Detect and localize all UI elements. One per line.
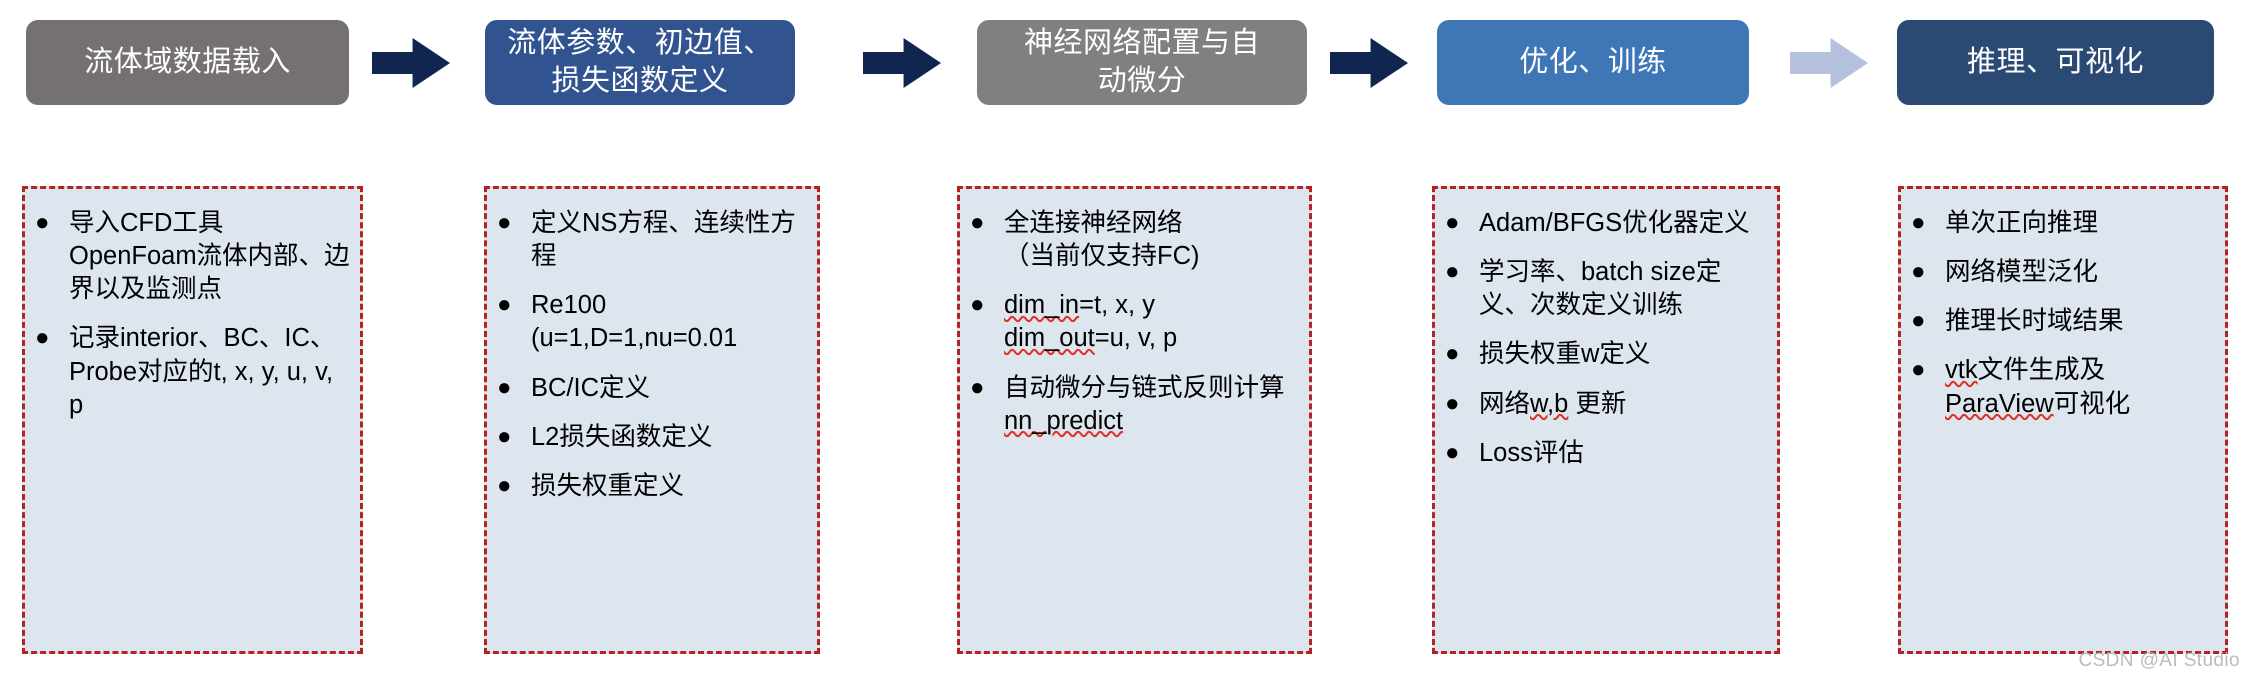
- detail-list: ● Adam/BFGS优化器定义● 学习率、batch size定义、次数定义训…: [1445, 207, 1767, 470]
- list-item: ● vtk文件生成及 ParaView可视化: [1911, 354, 2215, 420]
- list-item: ● 自动微分与链式反则计算nn_predict: [970, 372, 1299, 438]
- list-item-text: 损失权重w定义: [1479, 340, 1651, 369]
- stage-header-params-loss[interactable]: 流体参数、初边值、 损失函数定义: [485, 20, 795, 105]
- stage-header-infer-visual[interactable]: 推理、可视化: [1897, 20, 2214, 105]
- bullet-icon: ●: [1445, 258, 1460, 286]
- bullet-icon: ●: [1911, 307, 1926, 335]
- list-item-text: Loss评估: [1479, 438, 1584, 467]
- stage-header-label: 优化、训练: [1519, 45, 1667, 78]
- list-item: ● 全连接神经网络 （当前仅支持FC): [970, 207, 1299, 273]
- stage-header-label: 流体参数、初边值、 损失函数定义: [507, 26, 773, 97]
- detail-panel-nn-config: ● 全连接神经网络 （当前仅支持FC)● dim_in=t, x, y dim_…: [957, 186, 1312, 654]
- bullet-icon: ●: [970, 291, 985, 319]
- detail-panel-data-load: ● 导入CFD工具OpenFoam流体内部、边界以及监测点● 记录interio…: [22, 186, 363, 654]
- bullet-icon: ●: [1445, 438, 1460, 466]
- bullet-icon: ●: [497, 291, 512, 319]
- bullet-icon: ●: [1911, 258, 1926, 286]
- list-item-text: 推理长时域结果: [1945, 307, 2124, 336]
- stage-header-optimize-train[interactable]: 优化、训练: [1437, 20, 1749, 105]
- bullet-icon: ●: [497, 422, 512, 450]
- list-item-text: L2损失函数定义: [531, 422, 713, 451]
- list-item-text: 记录interior、BC、IC、Probe对应的t, x, y, u, v, …: [69, 324, 336, 419]
- list-item-text: Adam/BFGS优化器定义: [1479, 209, 1750, 237]
- bullet-icon: ●: [970, 209, 985, 236]
- list-item-text: 损失权重定义: [531, 471, 685, 500]
- stage-header-label: 推理、可视化: [1966, 45, 2144, 78]
- list-item: ● 损失权重w定义: [1445, 338, 1767, 371]
- bullet-icon: ●: [970, 373, 985, 401]
- bullet-icon: ●: [1445, 389, 1460, 417]
- list-item-text: 自动微分与链式反则计算nn_predict: [1004, 373, 1285, 435]
- bullet-icon: ●: [497, 471, 512, 499]
- bullet-icon: ●: [497, 373, 512, 401]
- list-item: ● 记录interior、BC、IC、Probe对应的t, x, y, u, v…: [35, 322, 350, 421]
- bullet-icon: ●: [1445, 340, 1460, 368]
- detail-panel-optimize-train: ● Adam/BFGS优化器定义● 学习率、batch size定义、次数定义训…: [1432, 186, 1780, 654]
- list-item: ● dim_in=t, x, y dim_out=u, v, p: [970, 289, 1299, 355]
- watermark: CSDN @AI Studio: [2078, 650, 2240, 671]
- list-item-text: BC/IC定义: [531, 373, 651, 402]
- bullet-icon: ●: [1445, 209, 1460, 236]
- detail-list: ● 定义NS方程、连续性方程● Re100 (u=1,D=1,nu=0.01●B…: [497, 207, 807, 503]
- list-item-text: 定义NS方程、连续性方程: [531, 209, 796, 271]
- list-item: ● BC/IC定义: [497, 372, 807, 405]
- bullet-icon: ●: [497, 209, 512, 236]
- bullet-icon: ●: [35, 209, 50, 236]
- list-item: ● Adam/BFGS优化器定义: [1445, 207, 1767, 240]
- stage-header-label: 神经网络配置与自 动微分: [1023, 26, 1260, 97]
- list-item: ● 网络w,b 更新: [1445, 388, 1767, 421]
- list-item: ● 损失权重定义: [497, 470, 807, 503]
- list-item: ● 学习率、batch size定义、次数定义训练: [1445, 256, 1767, 322]
- bullet-icon: ●: [1911, 209, 1926, 236]
- list-item: ● 导入CFD工具OpenFoam流体内部、边界以及监测点: [35, 207, 350, 306]
- detail-panel-params-loss: ● 定义NS方程、连续性方程● Re100 (u=1,D=1,nu=0.01●B…: [484, 186, 820, 654]
- flow-arrow-4-icon: [1790, 38, 1868, 88]
- list-item: ● 推理长时域结果: [1911, 305, 2215, 338]
- list-item-text: 学习率、batch size定义、次数定义训练: [1479, 258, 1722, 320]
- list-item: ● 定义NS方程、连续性方程: [497, 207, 807, 273]
- list-item: ● 网络模型泛化: [1911, 256, 2215, 289]
- list-item: ● L2损失函数定义: [497, 421, 807, 454]
- flow-arrow-3-icon: [1330, 38, 1408, 88]
- list-item: ● Loss评估: [1445, 437, 1767, 470]
- list-item: ● 单次正向推理: [1911, 207, 2215, 240]
- list-item-text: 导入CFD工具OpenFoam流体内部、边界以及监测点: [69, 209, 350, 304]
- detail-panel-infer-visual: ● 单次正向推理 ● 网络模型泛化 ● 推理长时域结果 ● vtk文件生成及 ParaView…: [1898, 186, 2228, 654]
- stage-header-nn-config[interactable]: 神经网络配置与自 动微分: [977, 20, 1307, 105]
- list-item: ● Re100 (u=1,D=1,nu=0.01: [497, 289, 807, 355]
- list-item-text: 全连接神经网络 （当前仅支持FC): [1004, 209, 1200, 271]
- detail-list: ● 单次正向推理 ● 网络模型泛化 ● 推理长时域结果 ● vtk文件生成及 ParaView…: [1911, 207, 2215, 421]
- stage-header-data-load[interactable]: 流体域数据载入: [26, 20, 349, 105]
- detail-list: ● 全连接神经网络 （当前仅支持FC)● dim_in=t, x, y dim_…: [970, 207, 1299, 438]
- bullet-icon: ●: [35, 324, 50, 352]
- stage-header-label: 流体域数据载入: [84, 45, 291, 78]
- list-item-text: vtk文件生成及 ParaView可视化: [1945, 356, 2131, 418]
- list-item-text: 网络模型泛化: [1945, 258, 2099, 287]
- bullet-icon: ●: [1911, 356, 1926, 384]
- list-item-text: 网络w,b 更新: [1479, 389, 1627, 418]
- flow-arrow-1-icon: [372, 38, 450, 88]
- list-item-text: 单次正向推理: [1945, 209, 2099, 237]
- detail-list: ● 导入CFD工具OpenFoam流体内部、边界以及监测点● 记录interio…: [35, 207, 350, 422]
- flow-arrow-2-icon: [863, 38, 941, 88]
- list-item-text: dim_in=t, x, y dim_out=u, v, p: [1004, 291, 1178, 353]
- list-item-text: Re100 (u=1,D=1,nu=0.01: [531, 291, 738, 353]
